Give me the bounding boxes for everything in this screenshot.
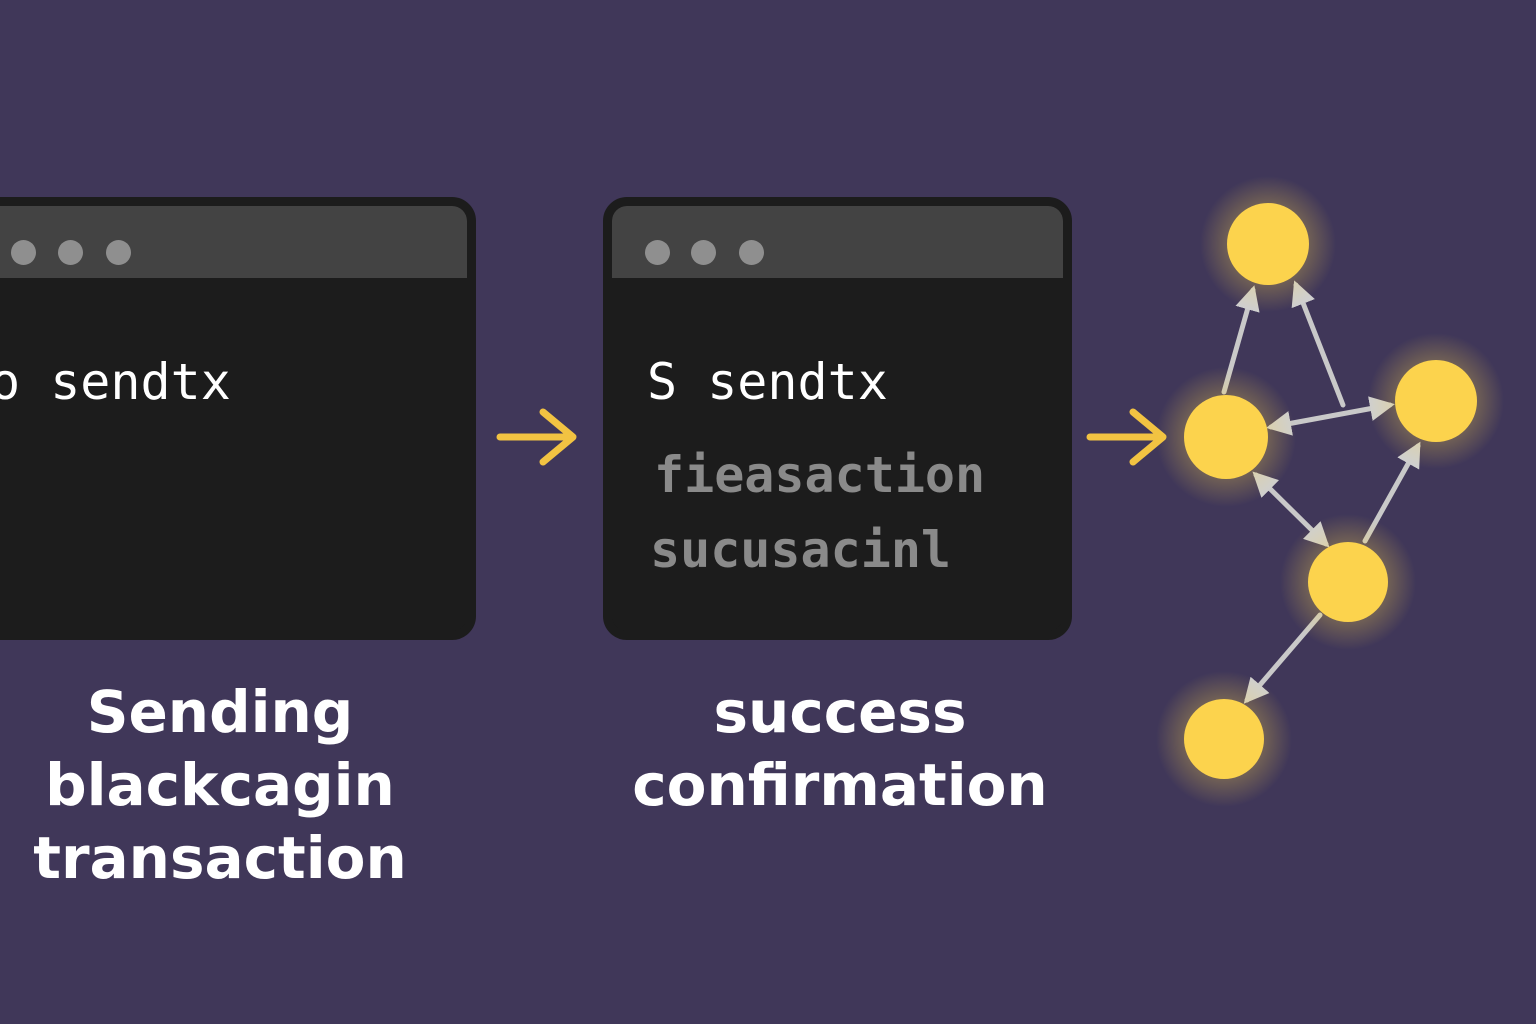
caption-line: blackcagin: [45, 751, 395, 819]
caption-line: confirmation: [632, 751, 1048, 819]
terminal-titlebar: [612, 206, 1063, 278]
window-control-dot: [11, 240, 36, 265]
confirmation-terminal-window: S sendtx fieasaction sucusacinl: [603, 197, 1072, 640]
right-arrow-icon: [496, 408, 577, 466]
caption-line: success: [713, 678, 967, 746]
success-confirmation-caption: success confirmation: [620, 676, 1060, 822]
terminal-titlebar: [0, 206, 467, 278]
circle-node-icon: [1200, 176, 1336, 312]
circle-node-icon: [1280, 514, 1416, 650]
circle-node-icon: [1368, 333, 1504, 469]
caption-line: Sending: [86, 678, 354, 746]
window-control-dot: [645, 240, 670, 265]
circle-node-icon: [1156, 671, 1292, 807]
output-line: sucusacinl: [650, 521, 952, 579]
circle-node-icon: [1156, 367, 1296, 507]
window-control-dot: [58, 240, 83, 265]
output-line: fieasaction: [654, 446, 986, 504]
command-line: o sendtx: [0, 353, 231, 411]
right-arrow-icon: [1086, 408, 1167, 466]
command-line: S sendtx: [647, 353, 888, 411]
sending-transaction-caption: Sending blackcagin transaction: [20, 676, 420, 895]
window-control-dot: [106, 240, 131, 265]
network-nodes: [1156, 176, 1504, 807]
network-edge: [1291, 280, 1346, 408]
send-terminal-window: o sendtx: [0, 197, 476, 640]
window-control-dot: [739, 240, 764, 265]
window-control-dot: [691, 240, 716, 265]
caption-line: transaction: [33, 824, 407, 892]
